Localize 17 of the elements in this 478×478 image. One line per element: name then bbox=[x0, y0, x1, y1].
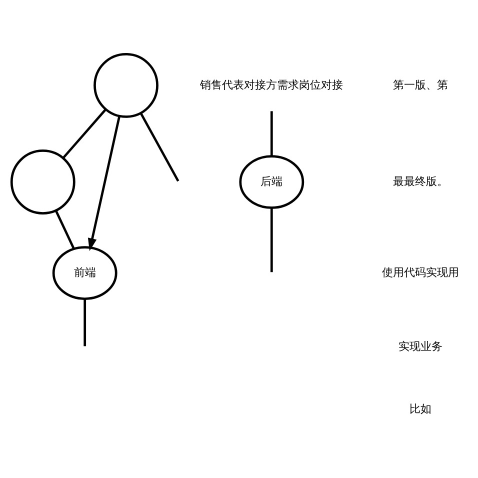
node-ellipse: 后端 bbox=[239, 155, 304, 209]
node-text: 销售代表对接方需求岗位对接 bbox=[200, 78, 344, 92]
label: 最最终版。 bbox=[392, 174, 448, 188]
node-ellipse: 前端 bbox=[52, 246, 118, 300]
connector bbox=[140, 112, 180, 182]
label: 使用代码实现用 bbox=[382, 266, 459, 279]
connector bbox=[270, 208, 273, 272]
node-circle bbox=[10, 150, 76, 214]
connector bbox=[84, 298, 86, 346]
node-circle bbox=[94, 52, 158, 118]
connector bbox=[54, 210, 75, 250]
label: 比如 bbox=[409, 402, 432, 416]
arrow bbox=[88, 116, 121, 251]
label: 第一版、第 bbox=[392, 78, 448, 92]
label: 实现业务 bbox=[398, 340, 442, 353]
connector bbox=[62, 108, 107, 159]
connector bbox=[270, 111, 273, 156]
